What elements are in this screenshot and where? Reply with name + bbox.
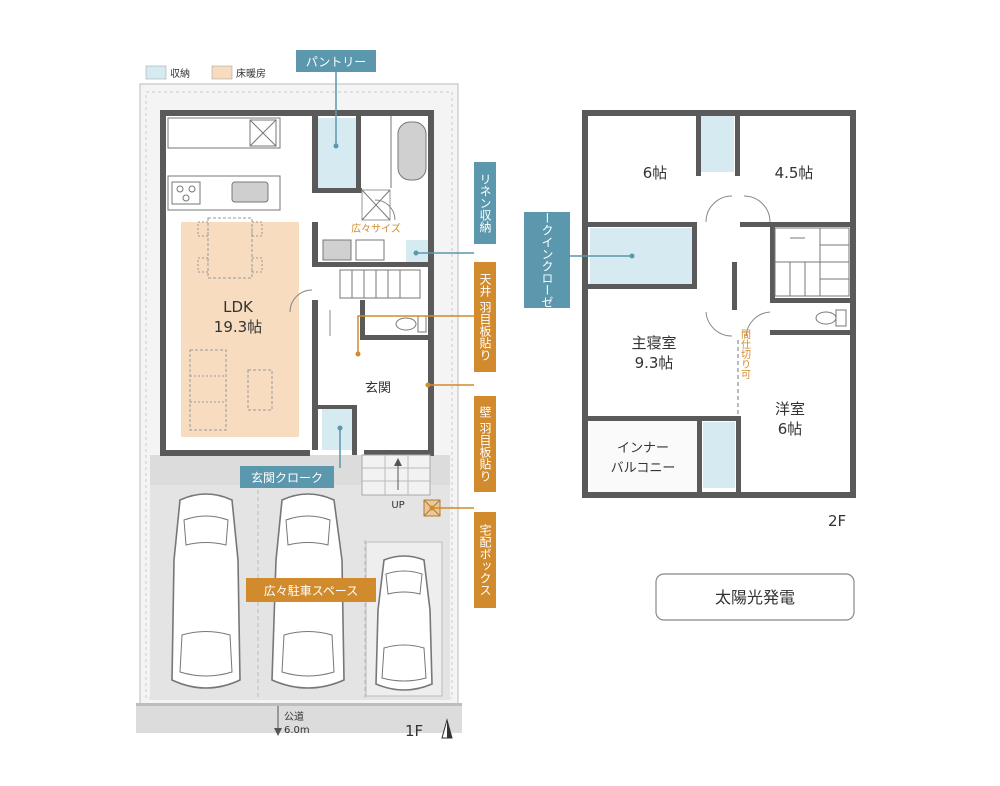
room6-closet-storage — [700, 116, 734, 172]
wall-pantry-bottom — [312, 188, 362, 193]
road-width-label: 6.0m — [284, 725, 310, 736]
wall-right — [428, 110, 434, 455]
pantry-storage — [318, 118, 356, 188]
washing-machine-icon — [322, 239, 352, 261]
bathtub-icon — [397, 121, 427, 181]
toilet2-icon — [815, 311, 837, 325]
master-bedroom-size: 9.3帖 — [635, 354, 674, 372]
public-road — [136, 703, 462, 733]
tag-delivery-box — [474, 512, 496, 608]
tag-ceiling — [474, 262, 496, 372]
tag-delivery-box-text: 宅配ボックス — [478, 523, 492, 596]
car-1 — [171, 493, 241, 689]
tag-wall — [474, 396, 496, 492]
vanity-icon — [355, 239, 385, 261]
wall-bottom-entrance — [364, 450, 434, 456]
tag-wall-text: 壁 羽目板貼り — [478, 405, 492, 482]
wall-toilet-left — [360, 300, 365, 340]
partition-label: 間仕切り可 — [739, 329, 751, 379]
floor1-label: 1F — [405, 722, 423, 740]
tag-entrance-cloak — [240, 466, 334, 488]
floor2-label: 2F — [828, 512, 846, 530]
western-room-size: 6帖 — [778, 420, 803, 438]
tag-linen — [474, 162, 496, 244]
floor2-plan — [582, 110, 856, 498]
north-arrow-icon — [441, 718, 453, 739]
tag-pantry — [296, 50, 376, 72]
wall-top — [163, 110, 433, 116]
inner-balcony-label-1: インナー — [617, 441, 669, 456]
legend: 収納 床暖房 — [145, 65, 266, 80]
toilet-icon — [395, 317, 417, 331]
room-6-label: 6帖 — [643, 164, 668, 182]
solar-power-box — [655, 573, 855, 621]
tag-pantry-text: パントリー — [306, 55, 367, 69]
tag-ceiling-text: 天井 羽目板貼り — [478, 273, 492, 361]
tag-linen-text: リネン収納 — [478, 173, 492, 233]
hiroro-size-label: 広々サイズ — [351, 222, 401, 235]
western-closet-storage — [703, 422, 735, 488]
stove-icon — [171, 181, 201, 205]
tag-walkin-closet — [524, 212, 570, 308]
dining-table — [207, 217, 253, 279]
wall-pantry-right — [356, 116, 361, 192]
wall-washroom-bottom — [312, 262, 432, 267]
wall-hall-left — [312, 300, 318, 450]
ldk-floor-heating-area — [181, 222, 299, 437]
ldk-door-swing — [289, 289, 313, 313]
legend-storage-label: 収納 — [170, 67, 190, 80]
floor2-stairs — [774, 227, 850, 297]
coffee-table — [247, 369, 273, 411]
floor1-stairs — [339, 269, 421, 299]
tag-parking-text: 広々駐車スペース — [264, 583, 359, 598]
solar-power-label: 太陽光発電 — [715, 588, 795, 607]
entrance-approach — [361, 454, 431, 496]
wall-left — [160, 110, 166, 455]
up-label: UP — [391, 500, 404, 511]
wall-toilet-bottom — [360, 335, 432, 340]
master-bedroom-label: 主寝室 — [631, 334, 676, 352]
western-room-label: 洋室 — [775, 400, 805, 418]
sofa — [189, 349, 227, 431]
wall-pantry-left — [312, 116, 318, 192]
ldk-size-label: 19.3帖 — [214, 318, 262, 336]
legend-floor-heating-swatch — [211, 65, 233, 80]
legend-storage-swatch — [145, 65, 167, 80]
car-3 — [375, 555, 433, 691]
wall-washroom-left — [312, 222, 318, 267]
tag-parking — [246, 578, 376, 602]
sink-icon — [231, 181, 269, 203]
inner-balcony-area — [590, 420, 700, 492]
inner-balcony-label-2: バルコニー — [611, 461, 676, 476]
wall-cloak-right — [352, 405, 357, 455]
kitchen-back-counter — [167, 117, 281, 149]
legend-floor-heating-label: 床暖房 — [236, 67, 266, 80]
tag-walkin-closet-text: ウォークインクローゼット — [540, 188, 554, 332]
room-45-label: 4.5帖 — [775, 164, 814, 182]
floor1-plan — [139, 83, 459, 705]
wall-cloak-top — [312, 405, 357, 409]
entrance-label: 玄関 — [365, 381, 391, 396]
ldk-label: LDK — [223, 298, 254, 316]
tag-entrance-cloak-text: 玄関クローク — [251, 470, 323, 485]
entrance-cloak-storage — [322, 408, 352, 450]
wall-bottom-ldk — [160, 450, 310, 456]
road-label: 公道 — [284, 710, 304, 723]
